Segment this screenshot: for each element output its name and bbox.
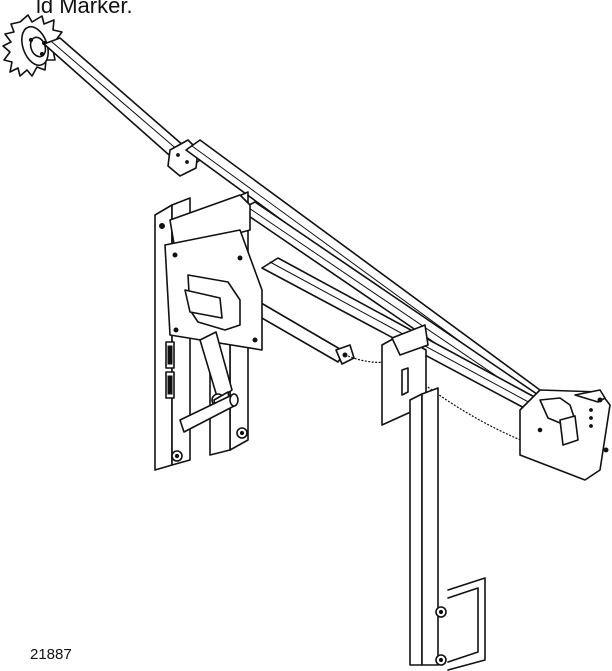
- figure-number: 21887: [30, 646, 72, 663]
- left-frame: [154, 191, 263, 471]
- right-post: [409, 387, 486, 671]
- hydraulic-cylinder: [247, 299, 355, 365]
- caption-text: ld Marker.: [36, 0, 133, 18]
- pivot-bracket: [519, 389, 611, 481]
- marker-disc: [2, 14, 63, 77]
- marker-arm: [43, 37, 201, 177]
